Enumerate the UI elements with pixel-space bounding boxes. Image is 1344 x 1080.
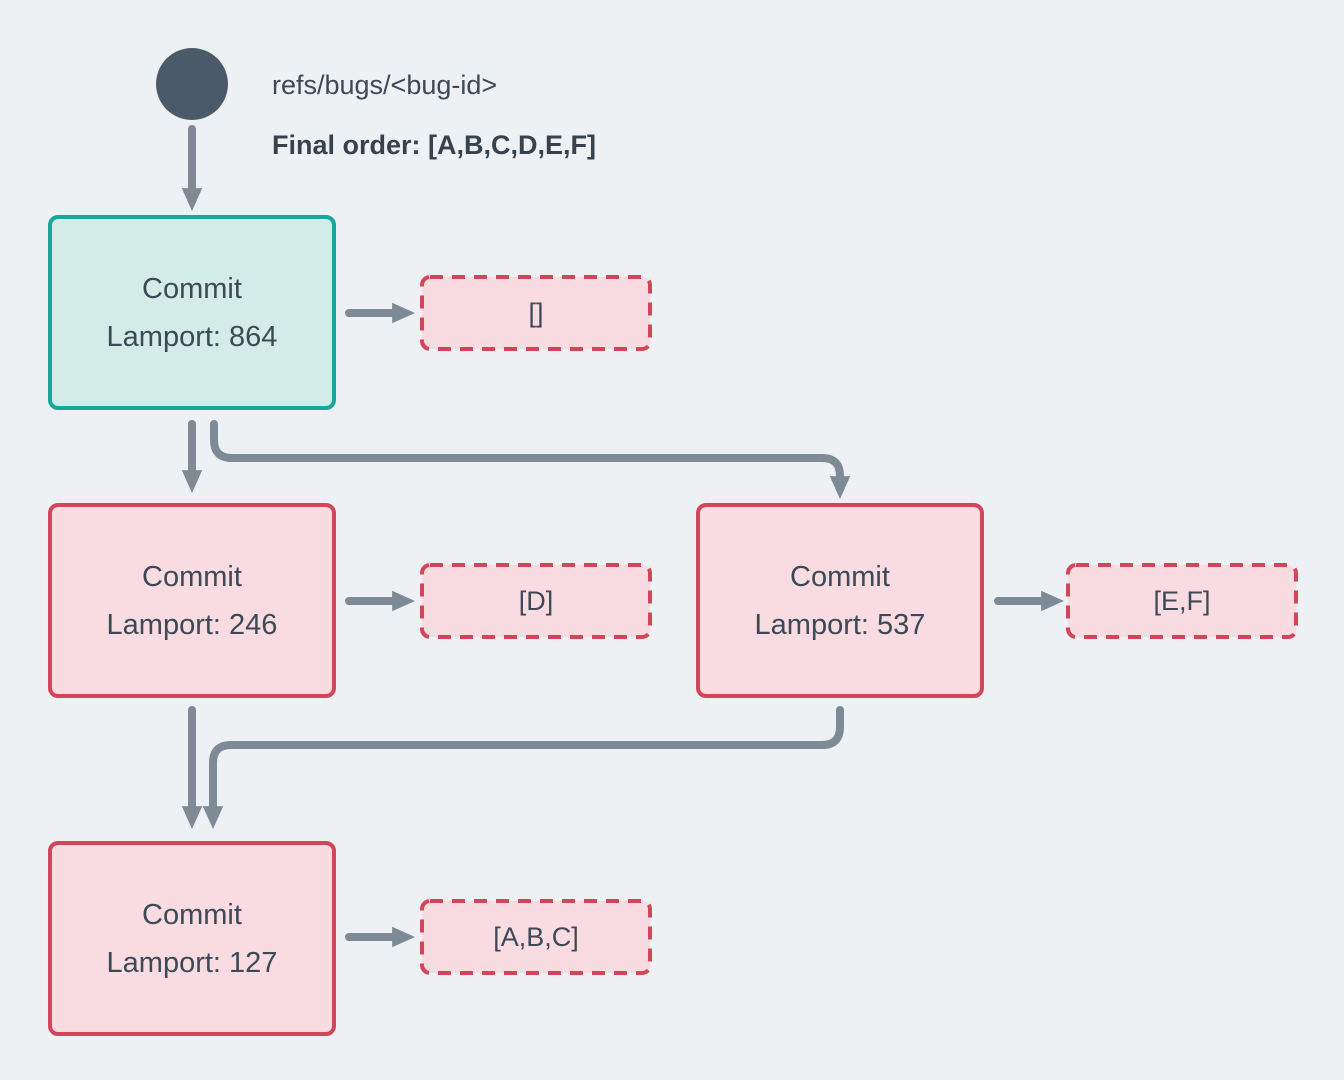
commit-lamport: Lamport: 537: [754, 608, 926, 641]
commit-lamport: Lamport: 246: [106, 608, 278, 641]
branch-ref-label: refs/bugs/<bug-id>: [272, 70, 498, 100]
commit-title: Commit: [142, 898, 242, 931]
commit-title: Commit: [790, 560, 890, 593]
edge-537-to-127: [202, 706, 844, 829]
commit-title: Commit: [142, 272, 242, 305]
commit-node-127: Commit Lamport: 127: [48, 841, 336, 1036]
payload-label-127: [A,B,C]: [493, 921, 579, 952]
commit-lamport: Lamport: 864: [106, 320, 278, 353]
commit-lamport: Lamport: 127: [106, 946, 278, 979]
commit-node-246: Commit Lamport: 246: [48, 503, 336, 698]
commit-title: Commit: [142, 560, 242, 593]
commit-node-864: Commit Lamport: 864: [48, 215, 336, 410]
commit-node-537: Commit Lamport: 537: [696, 503, 984, 698]
payload-label-246: [D]: [518, 585, 554, 616]
final-order-label: Final order: [A,B,C,D,E,F]: [272, 130, 596, 160]
edge-864-to-537: [210, 420, 851, 499]
payload-label-537: [E,F]: [1153, 585, 1211, 616]
branch-ref-circle: [156, 48, 228, 120]
payload-label-864: []: [528, 297, 544, 328]
